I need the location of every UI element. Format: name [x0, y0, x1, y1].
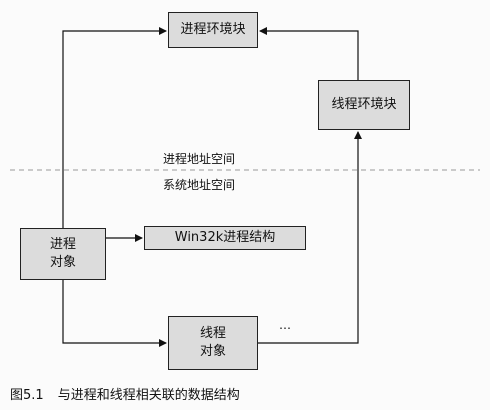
- figure-number: 图5.1: [10, 388, 44, 403]
- arrow-process-obj-to-thread-obj: [62, 280, 167, 347]
- thread-object: 线程 对象: [168, 316, 258, 370]
- figure-caption-text: 与进程和线程相关联的数据结构: [57, 388, 240, 403]
- process-object: 进程 对象: [20, 228, 106, 280]
- process-environment-block-label: 进程环境块: [180, 22, 246, 38]
- process-object-line-1: 进程: [49, 237, 76, 253]
- figure-caption: 图5.1 与进程和线程相关联的数据结构: [10, 384, 240, 403]
- thread-environment-block-label: 线程环境块: [331, 97, 397, 113]
- system-address-space-label: 系统地址空间: [163, 178, 236, 192]
- thread-environment-block: 线程环境块: [318, 80, 410, 130]
- process-object-label: 进程 对象: [50, 236, 76, 271]
- thread-object-label: 线程 对象: [200, 325, 226, 360]
- arrow-thread-obj-to-thread-env: [258, 131, 362, 344]
- win32k-process-structure: Win32k进程结构: [144, 226, 306, 250]
- process-address-space-label: 进程地址空间: [163, 152, 236, 166]
- arrow-thread-env-to-process-env: [259, 27, 359, 80]
- arrow-process-obj-to-process-env: [62, 27, 167, 228]
- process-environment-block: 进程环境块: [168, 12, 258, 48]
- more-threads-ellipsis: …: [279, 318, 292, 332]
- process-object-line-2: 对象: [49, 255, 76, 270]
- win32k-process-structure-label: Win32k进程结构: [174, 230, 276, 246]
- thread-object-line-1: 线程: [199, 326, 226, 342]
- thread-object-line-2: 对象: [199, 344, 226, 359]
